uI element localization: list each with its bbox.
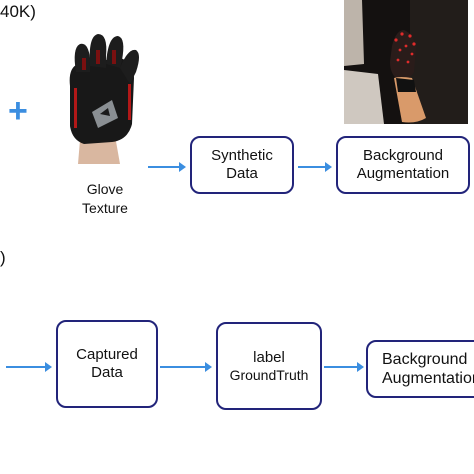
arrow-to-label	[160, 362, 212, 372]
label-line-2: GroundTruth	[229, 366, 309, 383]
synthetic-line-2: Data	[226, 165, 258, 182]
augment-top-line-1: Background	[362, 147, 444, 164]
arrow-to-captured	[6, 362, 52, 372]
background-photo	[344, 0, 468, 124]
bottom-section-label: )	[0, 248, 6, 267]
glove-caption-line-1: Glove	[86, 181, 124, 197]
synthetic-line-1: Synthetic	[211, 147, 273, 164]
glove-caption-line-2: Texture	[82, 199, 128, 216]
top-section-label: 40K)	[0, 2, 36, 21]
label-line-1: label	[253, 348, 285, 366]
synthetic-data-box: Synthetic Data	[190, 136, 294, 194]
glove-icon	[69, 34, 139, 164]
background-augmentation-box-bottom: Background Augmentation	[366, 340, 474, 398]
augment-bottom-line-1: Background	[382, 350, 468, 368]
captured-line-1: Captured	[76, 346, 138, 363]
glove-image	[62, 28, 150, 164]
background-photo-image	[344, 0, 468, 124]
captured-line-2: Data	[91, 364, 123, 381]
arrow-to-augmentation-top	[298, 162, 332, 172]
glove-texture-caption: Glove Texture	[70, 180, 140, 218]
background-augmentation-clip: Background Augmentation	[366, 340, 474, 400]
arrow-to-synthetic	[148, 162, 186, 172]
background-augmentation-box-top: Background Augmentation	[336, 136, 470, 194]
augment-top-line-2: Augmentation	[356, 165, 450, 182]
plus-icon: +	[8, 92, 28, 130]
label-groundtruth-box: label GroundTruth	[216, 322, 322, 410]
augment-bottom-line-2: Augmentation	[382, 370, 474, 387]
arrow-to-augmentation-bottom	[324, 362, 364, 372]
captured-data-box: Captured Data	[56, 320, 158, 408]
